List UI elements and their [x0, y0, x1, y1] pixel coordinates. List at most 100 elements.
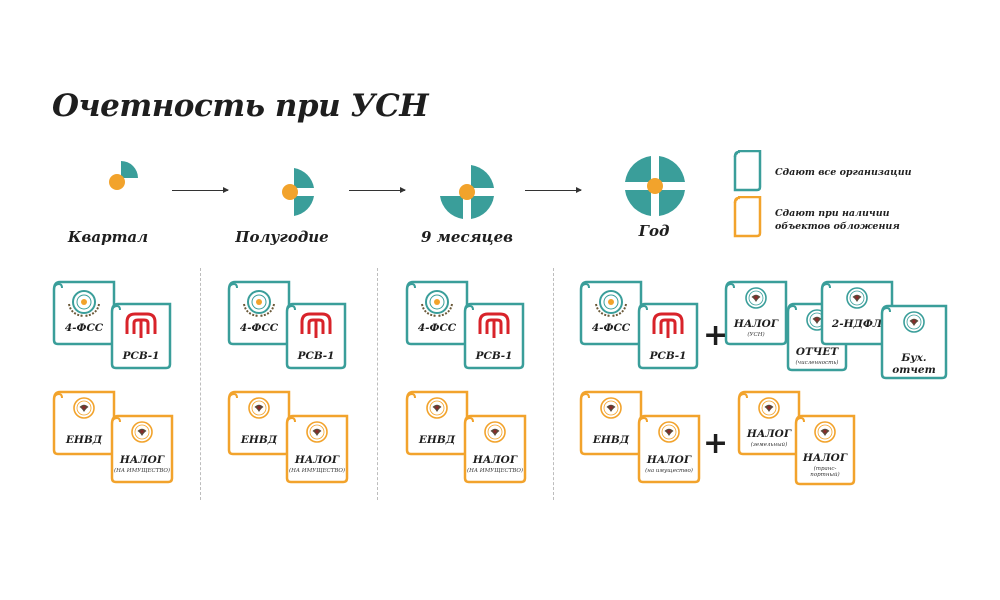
document-label: РСВ-1 — [475, 350, 513, 362]
doc-nalog-land: НАЛОГ (земельный) — [737, 390, 801, 456]
legend-all-orgs: Сдают все организации — [775, 167, 912, 178]
document-sheet-icon — [737, 390, 801, 456]
doc-nalog-transport: НАЛОГ (транс-портный) — [794, 414, 856, 486]
document-sublabel: (транс- — [813, 466, 837, 472]
emblem-icon — [745, 287, 767, 309]
document-label: ЕНВД — [65, 434, 103, 446]
document-label: 2-НДФЛ — [831, 318, 883, 330]
doc-rsv-1: РСВ-1 — [110, 302, 172, 370]
doc-buh: Бух.отчет — [880, 304, 948, 380]
emblem-icon — [426, 397, 448, 419]
emblem-icon — [248, 397, 270, 419]
document-sheet-icon — [227, 280, 291, 346]
legend-conditional: Сдают при наличии объектов обложения — [775, 207, 935, 233]
fss-emblem-icon — [68, 290, 100, 317]
emblem-icon — [484, 421, 506, 443]
emblem-icon — [814, 421, 836, 443]
document-sheet-icon — [794, 414, 856, 486]
legend-conditional-line2: объектов обложения — [775, 221, 900, 232]
document-sheet-icon — [285, 414, 349, 484]
document-sublabel: (НА ИМУЩЕСТВО) — [288, 468, 346, 474]
emblem-icon — [73, 397, 95, 419]
legend-orange-doc-icon — [733, 196, 762, 238]
quarter-4-icon — [625, 156, 685, 216]
document-sheet-icon — [880, 304, 948, 380]
document-label: 4-ФСС — [239, 322, 279, 334]
doc-nalog-property-3: НАЛОГ (НА ИМУЩЕСТВО) — [463, 414, 527, 484]
document-sublabel: (УСН) — [747, 332, 765, 338]
document-label: ЕНВД — [418, 434, 456, 446]
page-title: Очетность при УСН — [52, 88, 429, 124]
document-sheet-icon — [110, 302, 172, 370]
document-sublabel: (НА ИМУЩЕСТВО) — [113, 468, 171, 474]
period-label-year: Год — [638, 222, 670, 240]
document-label: 4-ФСС — [591, 322, 631, 334]
document-sheet-icon — [637, 302, 699, 370]
pfr-logo-icon — [300, 312, 332, 338]
document-sublabel: портный) — [810, 472, 840, 478]
document-label: РСВ-1 — [649, 350, 687, 362]
doc-nalog-property-1: НАЛОГ(НА ИМУЩЕСТВО) — [110, 414, 174, 484]
pfr-logo-icon — [125, 312, 157, 338]
pfr-logo-icon — [478, 312, 510, 338]
document-label: НАЛОГ — [746, 428, 792, 440]
doc-rsv-3: РСВ-1 — [463, 302, 525, 370]
document-sheet-icon — [405, 390, 469, 456]
document-label: ЕНВД — [592, 434, 630, 446]
doc-rsv-2: РСВ-1 — [285, 302, 347, 370]
document-sublabel: (НА ИМУЩЕСТВО) — [466, 468, 524, 474]
document-sheet-icon — [285, 302, 347, 370]
document-label: ОТЧЕТ — [795, 346, 839, 358]
document-label: НАЛОГ — [733, 318, 779, 330]
fss-emblem-icon — [595, 290, 627, 317]
plus-sign-top: + — [703, 318, 729, 353]
divider-2 — [377, 268, 378, 500]
document-label: НАЛОГ — [294, 454, 340, 466]
document-sheet-icon — [463, 414, 527, 484]
document-sublabel: (земельный) — [750, 442, 788, 448]
arrow-3 — [525, 187, 582, 193]
legend-teal-doc-icon — [733, 150, 762, 192]
document-label: 4-ФСС — [64, 322, 104, 334]
doc-nalog-property-4: НАЛОГ (на имущество) — [637, 414, 701, 484]
document-label: ЕНВД — [240, 434, 278, 446]
emblem-icon — [600, 397, 622, 419]
document-sheet-icon — [637, 414, 701, 484]
emblem-icon — [306, 421, 328, 443]
quarter-2-icon — [282, 168, 314, 216]
document-label-line2: отчет — [892, 364, 936, 376]
document-sheet-icon — [724, 280, 788, 346]
doc-nalog-property-2: НАЛОГ (НА ИМУЩЕСТВО) — [285, 414, 349, 484]
emblem-icon — [903, 311, 925, 333]
document-label: РСВ-1 — [122, 350, 160, 362]
document-label: НАЛОГ — [472, 454, 518, 466]
doc-fss-2: 4-ФСС — [227, 280, 291, 346]
emblem-icon — [131, 421, 153, 443]
document-label: Бух. — [901, 352, 927, 364]
document-sublabel: (численность) — [795, 360, 839, 366]
doc-fss-4: 4-ФСС — [579, 280, 643, 346]
document-sheet-icon — [52, 390, 116, 456]
period-label-quarter: Квартал — [67, 228, 149, 246]
doc-nalog-usn: НАЛОГ (УСН) — [724, 280, 788, 346]
document-label: НАЛОГ — [646, 454, 692, 466]
fss-emblem-icon — [243, 290, 275, 317]
doc-fss-1: 4-ФСС — [52, 280, 116, 346]
period-label-9-months: 9 месяцев — [421, 228, 513, 246]
arrow-2 — [349, 187, 406, 193]
document-sheet-icon — [227, 390, 291, 456]
pfr-logo-icon — [652, 312, 684, 338]
document-label: НАЛОГ — [802, 452, 848, 464]
doc-fss-3: 4-ФСС — [405, 280, 469, 346]
quarter-3-icon — [440, 165, 494, 219]
document-sheet-icon — [405, 280, 469, 346]
document-label: РСВ-1 — [297, 350, 335, 362]
document-sheet-icon — [110, 414, 174, 484]
document-label: 4-ФСС — [417, 322, 457, 334]
document-sheet-icon — [579, 280, 643, 346]
document-sublabel: (на имущество) — [645, 468, 693, 474]
emblem-icon — [846, 287, 868, 309]
arrow-1 — [172, 187, 229, 193]
doc-envd-3: ЕНВД — [405, 390, 469, 456]
doc-envd-1: ЕНВД — [52, 390, 116, 456]
